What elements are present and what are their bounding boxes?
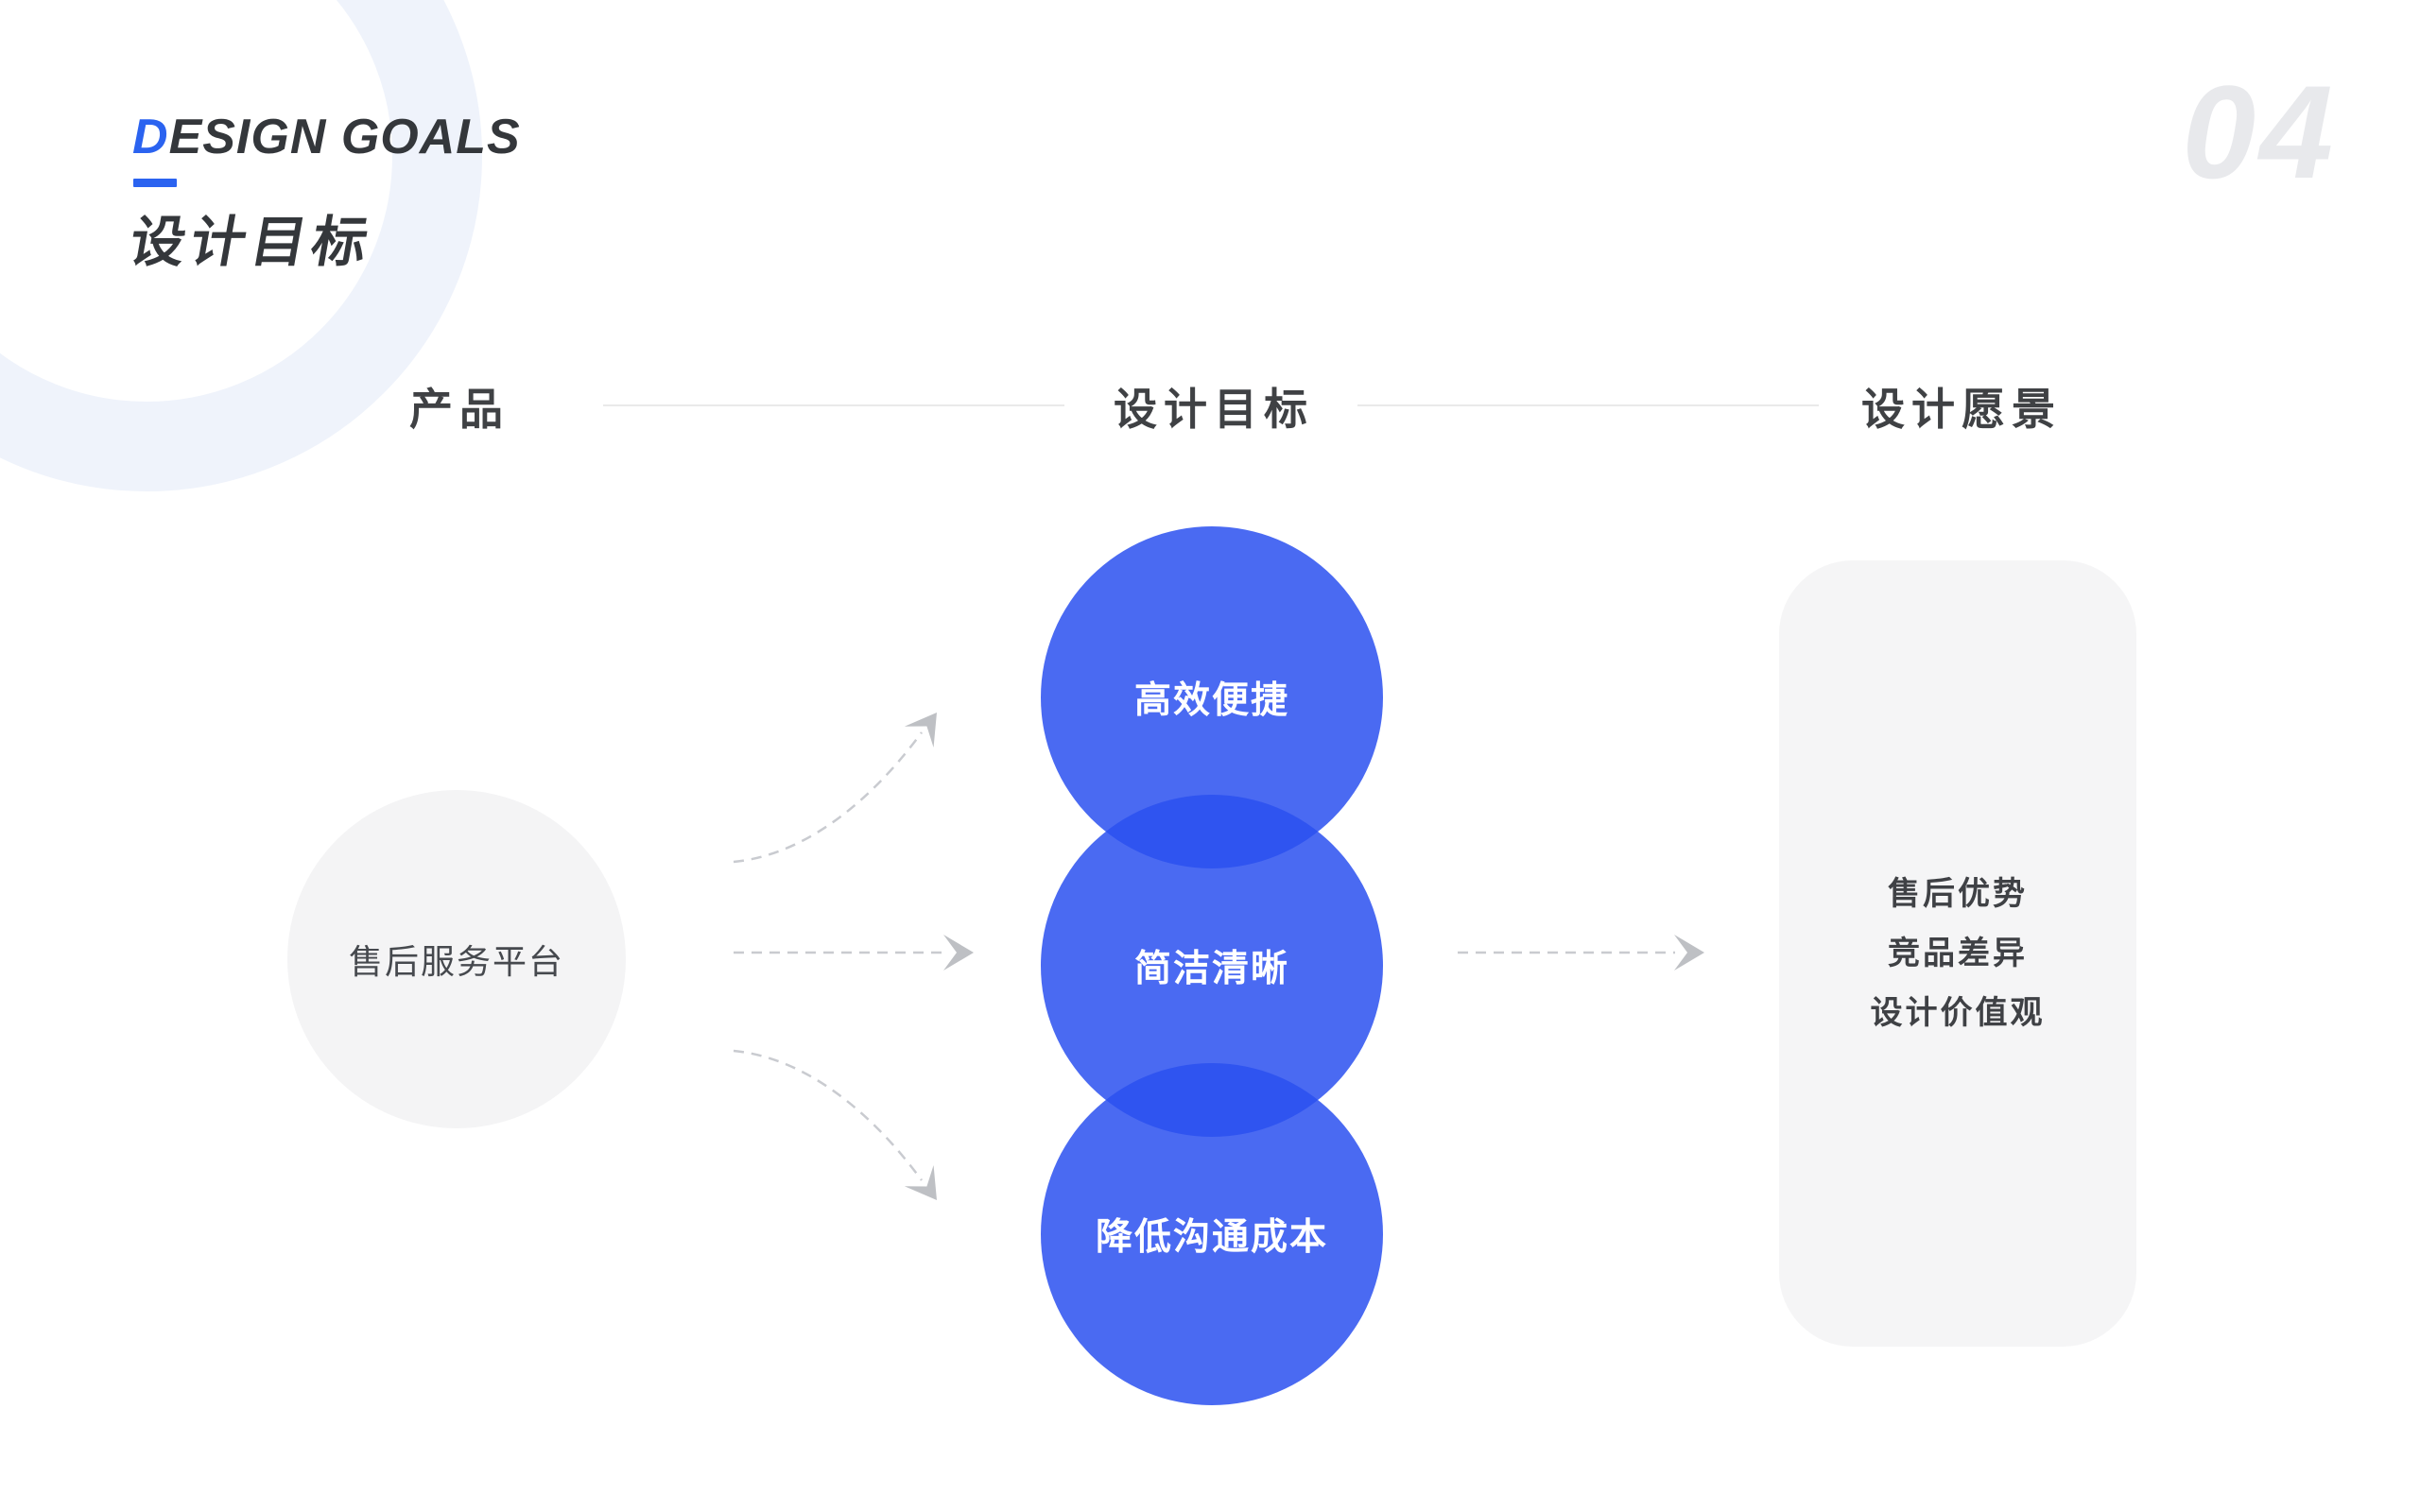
page-number: 04 [2182,58,2337,206]
header-divider-left [603,404,1064,406]
product-circle-label: 售后服务平台 [348,942,565,981]
goal-circle-1 [1041,526,1383,868]
column-header-product: 产品 [409,385,510,434]
column-header-goals: 设计目标 [1114,385,1314,434]
goal-circle-3 [1041,1063,1383,1405]
column-header-vision: 设计愿景 [1861,385,2062,434]
goal-circle-label-2: 简洁清晰 [1133,949,1290,989]
title-rest: ESIGN GOALS [168,110,521,164]
arrowhead-goal-1 [904,713,937,748]
vision-line-2: 竞品差异 [1888,935,2028,971]
arrowhead-goal-2 [943,935,974,971]
product-circle [287,790,626,1128]
title-underline [133,179,177,187]
title-accent-letter: D [132,110,169,164]
header-divider-right [1357,404,1819,406]
goal-circle-label-3: 降低沟通成本 [1095,1217,1329,1258]
vision-card: 售后优势 竞品差异 设计价值观 [1779,560,2136,1347]
arrowhead-goal-3 [904,1164,937,1200]
vision-line-1: 售后优势 [1888,875,2028,912]
arrow-curve-to-goal-1 [733,731,924,864]
goal-circle-2 [1041,795,1383,1137]
slide-title-en: DESIGN GOALS [132,112,521,163]
goal-circle-label-1: 高效便捷 [1133,680,1290,721]
vision-line-3: 设计价值观 [1870,994,2046,1031]
arrow-curve-to-goal-3 [733,1049,924,1181]
arrowhead-vision [1674,935,1704,971]
